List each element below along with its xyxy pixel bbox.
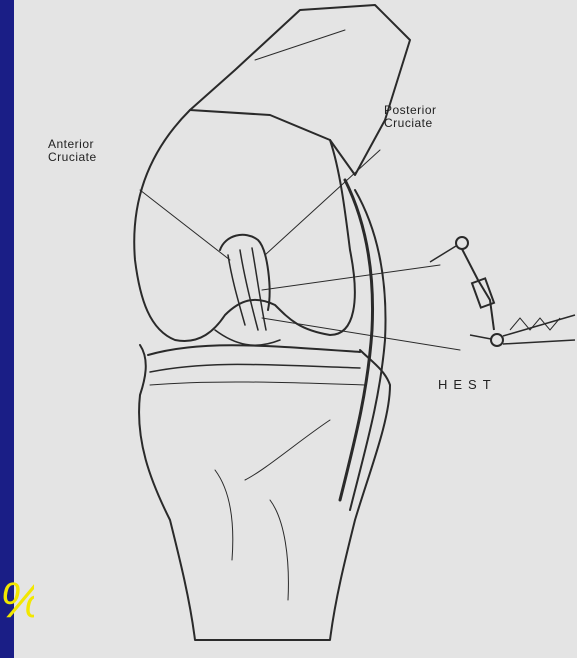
- posterior-cruciate-label: Posterior Cruciate: [384, 104, 437, 130]
- posterior-leader: [265, 150, 380, 255]
- anterior-cruciate-label: Anterior Cruciate: [48, 138, 97, 164]
- anterior-leader: [140, 190, 230, 260]
- hest-leader-bottom: [262, 318, 460, 350]
- posterior-cruciate-ligament: [340, 180, 373, 500]
- tibia-outline: [139, 345, 390, 640]
- femur-outline: [190, 5, 410, 175]
- slide-text-fragment: %: [0, 570, 34, 630]
- hest-label: HEST: [438, 377, 497, 392]
- femoral-condyles: [134, 110, 355, 341]
- strain-transducer-icon: [430, 237, 575, 346]
- anterior-cruciate-ligament: [228, 248, 266, 330]
- tibial-plateau: [148, 345, 360, 355]
- hest-leader-top: [262, 265, 440, 290]
